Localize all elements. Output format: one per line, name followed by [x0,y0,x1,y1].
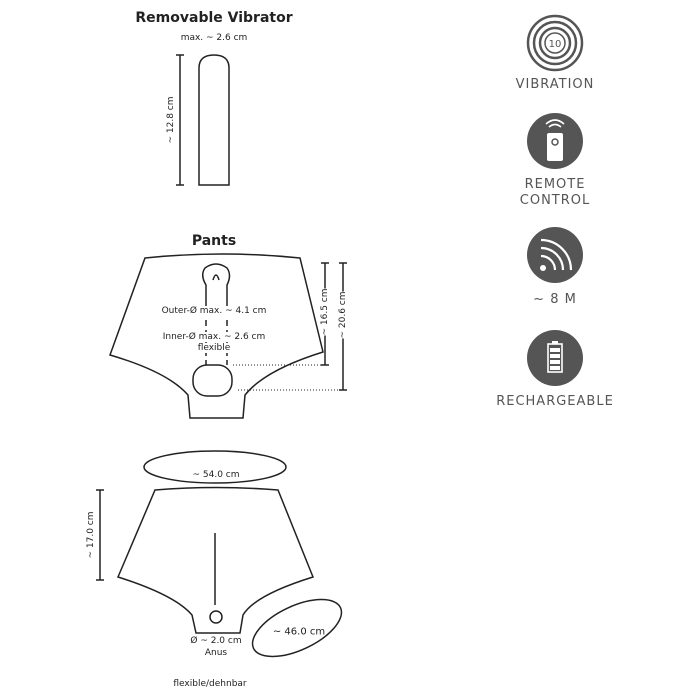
length-20-6-label: ~ 20.6 cm [338,291,348,339]
length-16-5-label: ~ 16.5 cm [320,288,330,336]
waist-ellipse [143,450,287,484]
pants-title: Pants [191,233,237,249]
vibrator-width-label: max. ~ 2.6 cm [180,33,248,43]
remote-control-icon [527,113,583,169]
dimension-17-0 [96,489,104,581]
flexible-label: flexible [197,343,231,353]
vibrator-title: Removable Vibrator [135,10,293,26]
vibration-10-icon: 10 [526,14,584,72]
feature-range-label: ~ 8 M [533,292,577,307]
material-label: flexible/dehnbar [173,679,247,689]
feature-remote-line1: REMOTE [524,177,586,192]
feature-remote-line2: CONTROL [519,193,591,208]
vibrator-shape [198,54,230,186]
outer-diameter-label: Outer-Ø max. ~ 4.1 cm [161,306,267,316]
vibrator-length-dimension [176,54,184,186]
feature-rechargeable-label: RECHARGEABLE [496,394,614,409]
waist-label: ~ 54.0 cm [192,470,240,480]
vibration-badge: 10 [549,39,562,50]
height-label: ~ 17.0 cm [86,511,96,559]
anus-label: Anus [204,648,228,658]
feature-vibration-label: VIBRATION [515,77,595,92]
pants-back-outline [116,486,314,634]
feature-remote-label: REMOTE CONTROL [520,177,590,209]
dildo-tip [202,263,231,300]
anus-diameter-label: Ø ~ 2.0 cm [190,636,242,646]
vibrator-length-label: ~ 12.8 cm [166,96,176,144]
anus-opening [209,610,223,624]
battery-icon [527,330,583,386]
dildo-tip-detail [212,274,220,281]
dimension-20-6 [238,262,347,391]
leg-label: ~ 46.0 cm [272,626,326,638]
leg-ellipse [251,598,343,658]
inner-diameter-label: Inner-Ø max. ~ 2.6 cm [162,332,266,342]
dildo-base [192,364,233,397]
pants-front-outline [109,253,324,419]
wireless-range-icon [527,227,583,283]
